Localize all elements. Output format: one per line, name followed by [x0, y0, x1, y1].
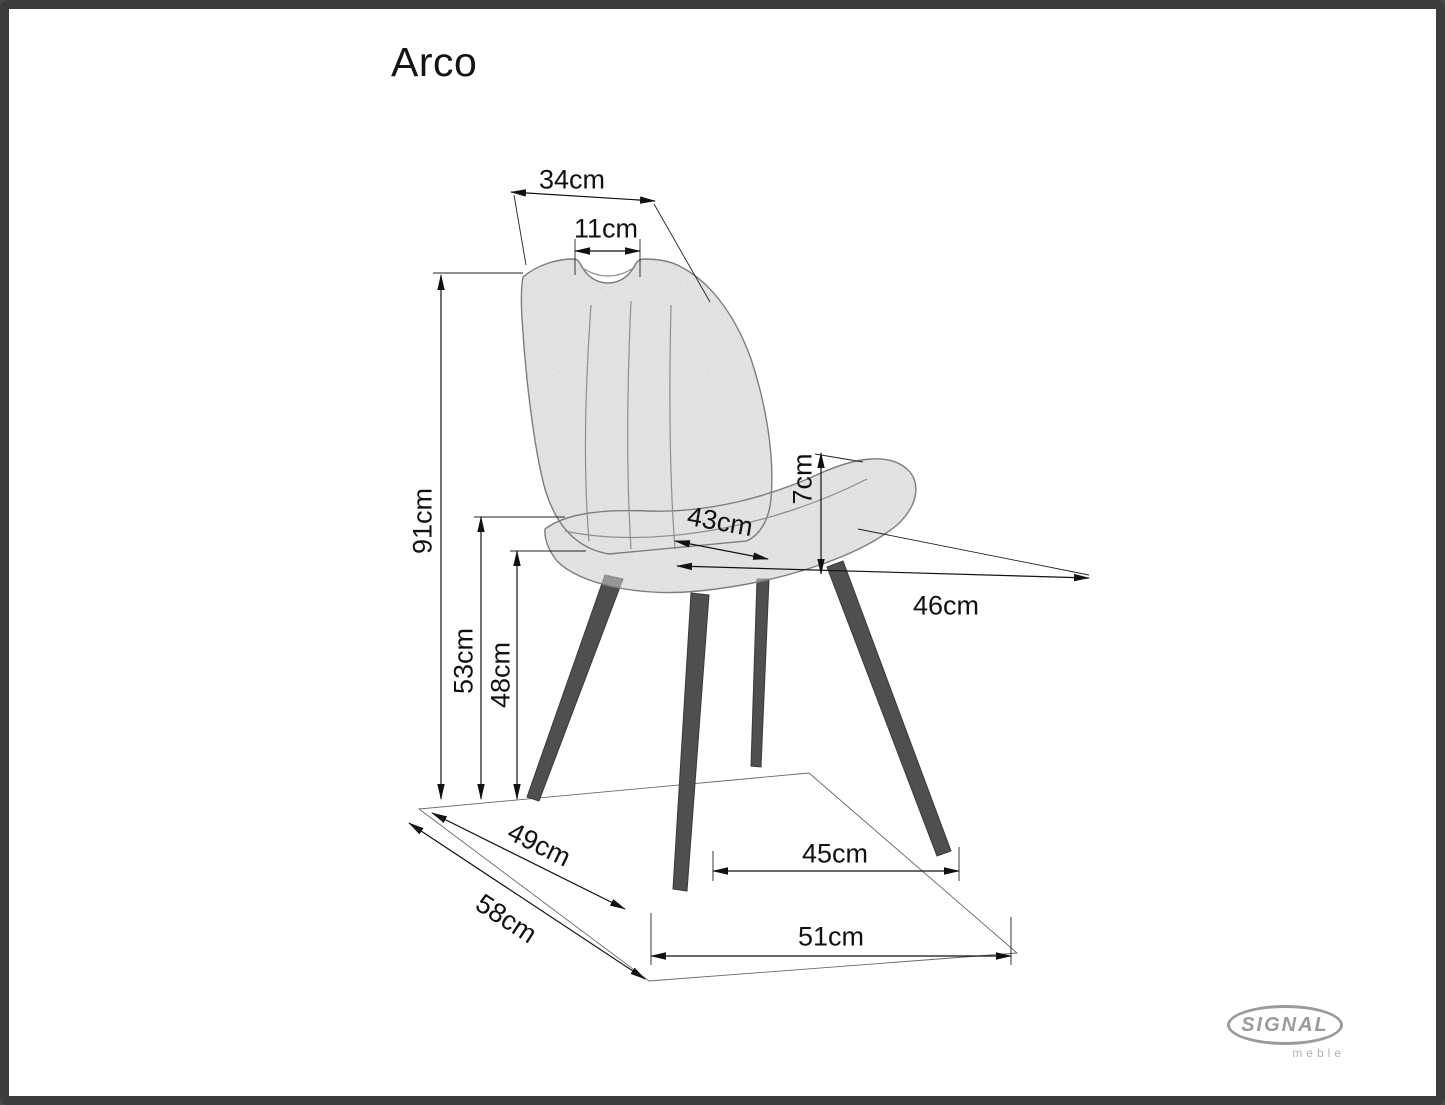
chair-outline [520, 258, 917, 594]
dim-seat-height: 48cm [485, 641, 516, 709]
dim-total-height: 91cm [407, 487, 438, 555]
brand-name: SIGNAL [1241, 1013, 1329, 1036]
dim-back-top-width: 34cm [538, 164, 606, 195]
chair-dimension-drawing [408, 189, 1090, 982]
dim-backrest-side-height: 53cm [448, 627, 479, 695]
chair-legs [526, 560, 952, 892]
dim-seat-depth: 46cm [912, 590, 980, 621]
brand-logo-oval: SIGNAL [1227, 1005, 1343, 1045]
brand-logo: SIGNAL meble [1227, 1005, 1353, 1060]
brand-subtitle: meble [1292, 1046, 1345, 1060]
dim-base-width: 51cm [797, 921, 865, 952]
dimension-lines [408, 189, 1090, 980]
dim-cushion-thickness: 7cm [787, 453, 818, 505]
dim-base-inner-width: 45cm [801, 838, 869, 869]
product-title: Arco [391, 39, 478, 85]
dim-handle-width: 11cm [573, 213, 639, 244]
